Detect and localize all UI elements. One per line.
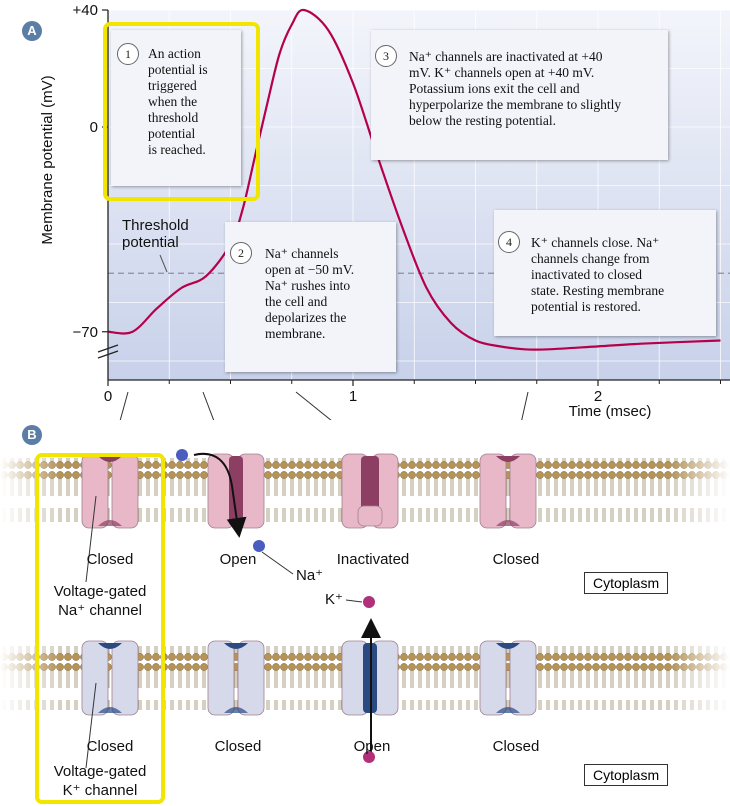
k-channel-4 — [479, 640, 537, 716]
cytoplasm-label-2: Cytoplasm — [584, 764, 669, 786]
na-ion-leader — [261, 551, 294, 575]
k-ion-label: K⁺ — [325, 591, 343, 608]
x-tick-label: 0 — [104, 388, 112, 405]
callout-2-number: 2 — [230, 242, 252, 264]
callout-4-number: 4 — [498, 231, 520, 253]
na-channel-4 — [479, 453, 537, 529]
k-channels — [81, 640, 537, 716]
panel-b-badge: B — [22, 425, 42, 445]
callout-1-number: 1 — [117, 43, 139, 65]
y-ticks: +40 0 −70 — [73, 2, 108, 341]
k-state-2: Closed — [214, 738, 262, 755]
callout-4: 4 K⁺ channels close. Na⁺ channels change… — [494, 210, 716, 336]
x-axis-label: Time (msec) — [569, 403, 652, 420]
callout-3-text: Na⁺ channels are inactivated at +40 mV. … — [409, 49, 622, 128]
k-channel-leader — [85, 682, 97, 769]
highlight-box-1 — [103, 22, 260, 201]
k-ion-inside — [363, 751, 375, 763]
na-flow-arrow — [193, 452, 247, 538]
na-channel-leader — [85, 495, 97, 583]
na-ion-outside — [176, 449, 188, 461]
highlight-box-b — [35, 453, 165, 804]
k-state-1: Closed — [86, 738, 134, 755]
cytoplasm-label-1: Cytoplasm — [584, 572, 669, 594]
na-channel-3 — [341, 453, 399, 529]
callout-3-number: 3 — [375, 45, 397, 67]
callout-4-text: K⁺ channels close. Na⁺ channels change f… — [531, 235, 665, 314]
axis-break — [97, 344, 119, 353]
callout-2: 2 Na⁺ channels open at −50 mV. Na⁺ rushe… — [225, 222, 396, 372]
k-ion-leader — [345, 599, 363, 603]
x-ticks: 0 1 2 — [104, 380, 721, 405]
k-channel-2 — [207, 640, 265, 716]
y-axis-label: Membrane potential (mV) — [39, 75, 56, 244]
na-state-3: Inactivated — [336, 551, 410, 568]
k-channel-1 — [81, 640, 139, 716]
k-ion-outside — [363, 596, 375, 608]
na-state-4: Closed — [492, 551, 540, 568]
threshold-label: Threshold potential — [122, 217, 189, 251]
na-channels — [81, 453, 537, 529]
y-tick-label: −70 — [73, 324, 98, 341]
callout-1: 1 An action potential is triggered when … — [111, 30, 241, 186]
membranes — [0, 446, 730, 769]
k-state-3: Open — [353, 738, 391, 755]
na-channel-1 — [81, 453, 139, 529]
na-state-1: Closed — [86, 551, 134, 568]
na-state-2: Open — [219, 551, 257, 568]
y-tick-label: 0 — [90, 119, 98, 136]
action-potential-trace — [107, 8, 721, 351]
k-state-4: Closed — [492, 738, 540, 755]
threshold-leader — [159, 254, 168, 273]
callout-2-text: Na⁺ channels open at −50 mV. Na⁺ rushes … — [265, 246, 355, 341]
na-ion-label: Na⁺ — [296, 567, 324, 584]
panel-a-badge: A — [22, 21, 42, 41]
callout-3: 3 Na⁺ channels are inactivated at +40 mV… — [371, 30, 668, 160]
na-ion-inside — [253, 540, 265, 552]
k-channel-label: Voltage-gated K⁺ channel — [53, 763, 147, 799]
x-tick-label: 1 — [349, 388, 357, 405]
na-channel-label: Voltage-gated Na⁺ channel — [53, 583, 147, 619]
axis-break — [97, 350, 119, 359]
leader-lines — [119, 391, 529, 420]
y-tick-label: +40 — [73, 2, 98, 19]
x-tick-label: 2 — [594, 388, 602, 405]
callout-1-text: An action potential is triggered when th… — [148, 46, 208, 157]
